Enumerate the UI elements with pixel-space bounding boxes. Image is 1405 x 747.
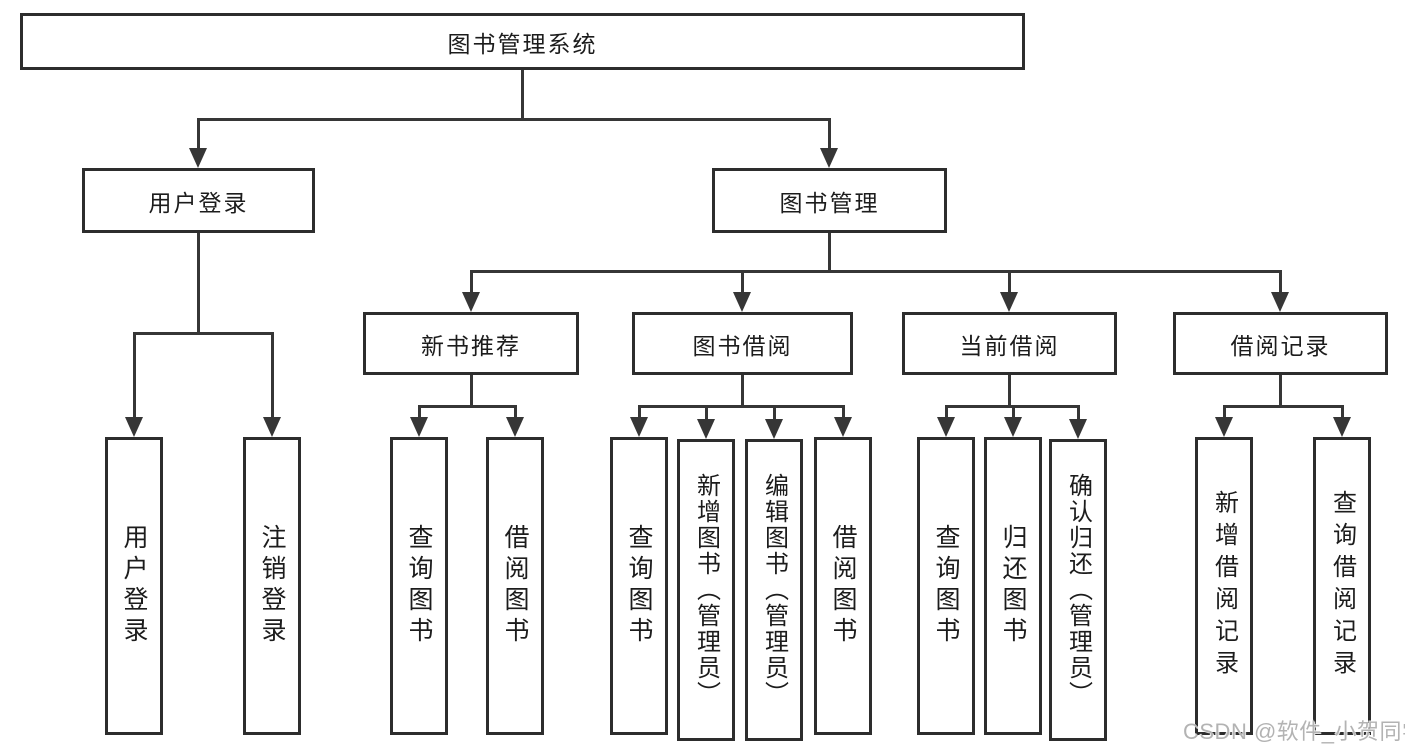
leaf-label: 确认归还（管理员） bbox=[1064, 473, 1092, 707]
arrow-down-icon bbox=[733, 292, 751, 312]
node-user-login: 用户登录 bbox=[82, 168, 315, 233]
leaf-label: 新增借阅记录 bbox=[1210, 490, 1238, 682]
connector-line bbox=[1077, 405, 1080, 420]
connector-line bbox=[1223, 405, 1344, 408]
node-new-book-recommend: 新书推荐 bbox=[363, 312, 579, 375]
leaf-label: 新增图书（管理员） bbox=[692, 473, 720, 707]
leaf-confirm-return-admin: 确认归还（管理员） bbox=[1049, 439, 1107, 741]
node-library-system-label: 图书管理系统 bbox=[447, 30, 598, 57]
leaf-query-books-2: 查询图书 bbox=[610, 437, 668, 735]
node-book-management-label: 图书管理 bbox=[779, 189, 880, 216]
connector-line bbox=[1341, 405, 1344, 420]
arrow-down-icon bbox=[697, 419, 715, 439]
leaf-add-books-admin: 新增图书（管理员） bbox=[677, 439, 735, 741]
arrow-down-icon bbox=[1004, 417, 1022, 437]
node-library-system: 图书管理系统 bbox=[20, 13, 1025, 70]
connector-line bbox=[197, 230, 200, 334]
arrow-down-icon bbox=[462, 292, 480, 312]
leaf-query-borrow-record: 查询借阅记录 bbox=[1313, 437, 1371, 735]
connector-line bbox=[945, 405, 948, 420]
leaf-label: 注销登录 bbox=[258, 524, 286, 648]
leaf-borrow-books-2: 借阅图书 bbox=[814, 437, 872, 735]
leaf-label: 借阅图书 bbox=[501, 524, 529, 648]
leaf-add-borrow-record: 新增借阅记录 bbox=[1195, 437, 1253, 735]
arrow-down-icon bbox=[189, 148, 207, 168]
arrow-down-icon bbox=[410, 417, 428, 437]
connector-line bbox=[1008, 373, 1011, 408]
node-book-borrowing: 图书借阅 bbox=[632, 312, 853, 375]
leaf-label: 归还图书 bbox=[999, 524, 1027, 648]
arrow-down-icon bbox=[1215, 417, 1233, 437]
connector-line bbox=[741, 270, 744, 295]
arrow-down-icon bbox=[1069, 419, 1087, 439]
connector-line bbox=[638, 405, 641, 420]
leaf-logout: 注销登录 bbox=[243, 437, 301, 735]
leaf-return-books: 归还图书 bbox=[984, 437, 1042, 735]
node-new-book-recommend-label: 新书推荐 bbox=[421, 332, 521, 359]
leaf-user-login: 用户登录 bbox=[105, 437, 163, 735]
connector-line bbox=[521, 68, 524, 120]
leaf-borrow-books-1: 借阅图书 bbox=[486, 437, 544, 735]
connector-line bbox=[133, 332, 136, 420]
leaf-label: 借阅图书 bbox=[829, 524, 857, 648]
connector-line bbox=[271, 332, 274, 420]
node-borrowing-records-label: 借阅记录 bbox=[1230, 332, 1331, 359]
csdn-watermark: CSDN @软件_小贺同学 bbox=[1183, 719, 1405, 744]
connector-line bbox=[1012, 405, 1015, 420]
arrow-down-icon bbox=[125, 417, 143, 437]
connector-line bbox=[1279, 270, 1282, 295]
arrow-down-icon bbox=[1271, 292, 1289, 312]
node-current-borrowing: 当前借阅 bbox=[902, 312, 1117, 375]
connector-line bbox=[828, 118, 831, 152]
node-book-management: 图书管理 bbox=[712, 168, 947, 233]
leaf-label: 用户登录 bbox=[120, 524, 148, 648]
leaf-query-books-1: 查询图书 bbox=[390, 437, 448, 735]
leaf-edit-books-admin: 编辑图书（管理员） bbox=[745, 439, 803, 741]
arrow-down-icon bbox=[1333, 417, 1351, 437]
connector-line bbox=[828, 230, 831, 273]
arrow-down-icon bbox=[506, 417, 524, 437]
connector-line bbox=[133, 332, 274, 335]
arrow-down-icon bbox=[1000, 292, 1018, 312]
node-book-borrowing-label: 图书借阅 bbox=[692, 332, 793, 359]
leaf-label: 查询借阅记录 bbox=[1328, 490, 1356, 682]
connector-line bbox=[1279, 373, 1282, 408]
leaf-label: 编辑图书（管理员） bbox=[760, 473, 788, 707]
arrow-down-icon bbox=[834, 417, 852, 437]
arrow-down-icon bbox=[937, 417, 955, 437]
arrow-down-icon bbox=[765, 419, 783, 439]
leaf-label: 查询图书 bbox=[405, 524, 433, 648]
connector-line bbox=[842, 405, 845, 420]
leaf-query-books-3: 查询图书 bbox=[917, 437, 975, 735]
leaf-label: 查询图书 bbox=[625, 524, 653, 648]
connector-line bbox=[418, 405, 421, 420]
connector-line bbox=[197, 118, 200, 152]
connector-line bbox=[470, 270, 473, 295]
arrow-down-icon bbox=[630, 417, 648, 437]
connector-line bbox=[638, 405, 845, 408]
arrow-down-icon bbox=[263, 417, 281, 437]
connector-line bbox=[773, 405, 776, 420]
connector-line bbox=[1223, 405, 1226, 420]
node-user-login-label: 用户登录 bbox=[148, 189, 249, 216]
connector-line bbox=[418, 405, 517, 408]
node-current-borrowing-label: 当前借阅 bbox=[959, 332, 1060, 359]
connector-line bbox=[514, 405, 517, 420]
node-borrowing-records: 借阅记录 bbox=[1173, 312, 1388, 375]
connector-line bbox=[197, 118, 831, 121]
connector-line bbox=[741, 373, 744, 408]
connector-line bbox=[705, 405, 708, 420]
connector-line bbox=[1008, 270, 1011, 295]
connector-line bbox=[470, 270, 1281, 273]
leaf-label: 查询图书 bbox=[932, 524, 960, 648]
arrow-down-icon bbox=[820, 148, 838, 168]
connector-line bbox=[470, 373, 473, 408]
